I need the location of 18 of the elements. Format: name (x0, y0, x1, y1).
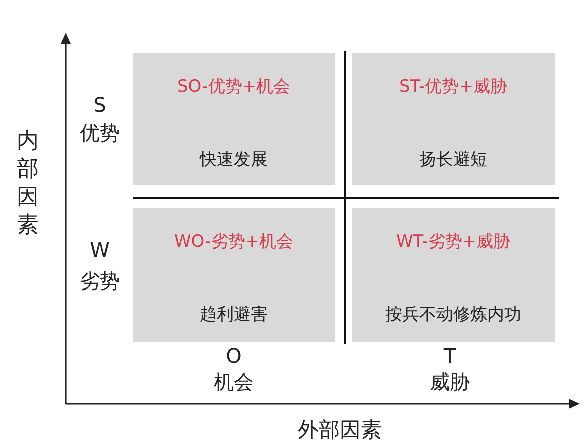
quadrant-text: 快速发展 (198, 149, 269, 172)
axis-label: W 劣势 (79, 237, 121, 295)
quadrant-heading: WT-劣势+威胁 (395, 231, 512, 254)
quadrant-heading: SO-优势+机会 (176, 76, 292, 99)
quadrant-text: 按兵不动修炼内功 (384, 304, 522, 327)
quadrant-panel (352, 208, 555, 342)
quadrant-heading: ST-优势+威胁 (398, 76, 508, 99)
axis-label: O 机会 (213, 343, 255, 395)
quadrant-panel (352, 53, 555, 185)
axis-label: S 优势 (79, 92, 121, 147)
axis-label: T 威胁 (429, 343, 471, 395)
quadrant-panel (133, 208, 335, 342)
quadrant-panel (133, 53, 335, 185)
quadrant-text: 扬长避短 (418, 149, 488, 172)
axis-title: 外部因素 (297, 417, 383, 444)
axis-title: 内部因素 (16, 128, 40, 240)
quadrant-heading: WO-劣势+机会 (173, 231, 295, 254)
quadrant-text: 趋利避害 (199, 304, 269, 327)
